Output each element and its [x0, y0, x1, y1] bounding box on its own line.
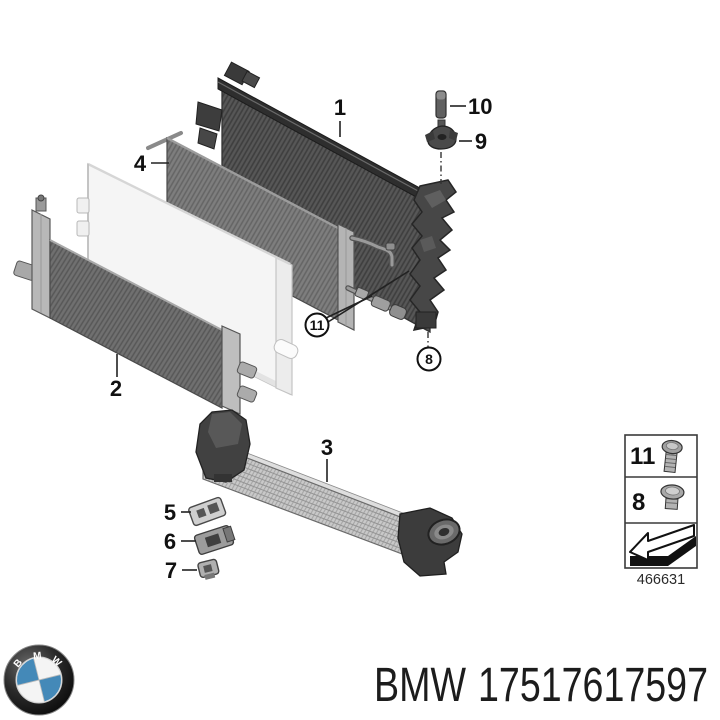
callout-3: 3	[321, 435, 333, 460]
svg-text:11: 11	[630, 443, 655, 470]
callout-4: 4	[134, 151, 147, 176]
callout-5: 5	[164, 500, 176, 525]
radiator-main-part1	[195, 61, 432, 334]
callout-9: 9	[475, 129, 487, 154]
figure-number: 466631	[637, 572, 685, 588]
clip-part7	[197, 558, 220, 580]
intercooler-outlet	[397, 507, 463, 577]
radiator-top-clip	[223, 61, 261, 89]
footer-part-number: 17517617597	[478, 659, 708, 712]
callout-circle-11: 11	[304, 312, 330, 338]
pipe-fitting	[385, 242, 396, 251]
condenser-right-fitting	[236, 385, 258, 403]
pipe-fitting	[370, 295, 391, 312]
legend-box: 11 8	[624, 434, 698, 569]
roundel-quadrant	[39, 674, 61, 702]
direction-arrow-icon	[629, 524, 696, 566]
holder-clip-part6	[193, 525, 236, 555]
svg-text:8: 8	[425, 351, 433, 367]
bracket-clip-part5	[188, 496, 227, 527]
bmw-roundel-logo: B M W	[3, 644, 75, 716]
callout-2: 2	[110, 376, 122, 401]
callout-1: 1	[334, 95, 346, 120]
roundel-quadrant	[17, 658, 39, 686]
bracket-foot	[415, 311, 437, 329]
intercooler-part3	[195, 409, 463, 577]
intercooler-left-bracket	[195, 409, 251, 483]
screw-icon-8	[660, 484, 685, 510]
callout-6: 6	[164, 529, 176, 554]
mount-bracket-part8	[409, 179, 458, 331]
pipe-quick-connector	[389, 304, 407, 320]
pin-part10	[435, 90, 447, 119]
panel-tab	[76, 197, 90, 214]
legend-row-11: 11	[630, 439, 683, 474]
radiator-part4	[146, 131, 355, 331]
svg-text:11: 11	[310, 317, 325, 333]
callout-10: 10	[468, 94, 492, 119]
rubber-mount-part9	[425, 119, 458, 150]
pipe-fitting	[354, 287, 369, 300]
radiator-left-tabs	[195, 101, 223, 150]
legend-row-8: 8	[632, 484, 685, 516]
roundel-quadrant	[33, 658, 61, 680]
callout-circle-8: 8	[416, 346, 442, 372]
svg-text:8: 8	[632, 489, 645, 516]
roundel-letter-m: M	[33, 651, 42, 663]
callout-leaders	[116, 105, 472, 571]
condenser-right-fitting	[236, 361, 258, 379]
condenser-part2	[13, 194, 258, 415]
condenser-right-tank	[221, 325, 241, 415]
panel-pipe-stub	[273, 339, 299, 359]
radiator4-pipe-stub	[146, 131, 183, 150]
screw-icon-11	[661, 439, 683, 474]
footer-brand: BMW	[374, 659, 467, 712]
roundel-quadrant	[17, 680, 45, 702]
callout-7: 7	[165, 558, 177, 583]
panel-tab	[76, 220, 90, 237]
